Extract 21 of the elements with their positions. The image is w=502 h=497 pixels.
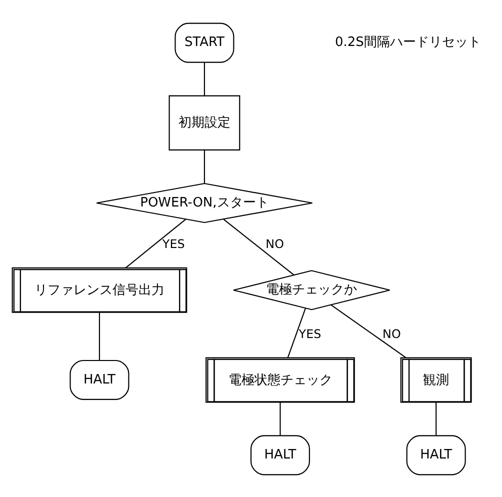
edge-label: NO <box>266 236 284 251</box>
node-box: HALT <box>250 434 310 475</box>
node-diamond: POWER-ON,スタート <box>96 182 313 223</box>
connector <box>330 304 406 358</box>
node-diamond: 電極チェックか <box>232 270 390 310</box>
edge-label: YES <box>162 236 185 251</box>
node-box: 初期設定 <box>168 94 240 150</box>
connector <box>223 218 294 275</box>
edge-label: NO <box>382 326 401 341</box>
connector <box>204 150 205 183</box>
connector <box>98 312 100 360</box>
connector <box>280 402 281 435</box>
edge-label: YES <box>298 326 322 341</box>
connector <box>436 402 437 435</box>
connector <box>204 62 205 96</box>
node-box: HALT <box>70 359 130 400</box>
connector <box>287 307 306 358</box>
node-box: HALT <box>406 434 466 475</box>
connector <box>125 218 186 268</box>
label: 0.2S間隔ハードリセット <box>335 34 481 50</box>
node-box: START <box>174 22 234 62</box>
